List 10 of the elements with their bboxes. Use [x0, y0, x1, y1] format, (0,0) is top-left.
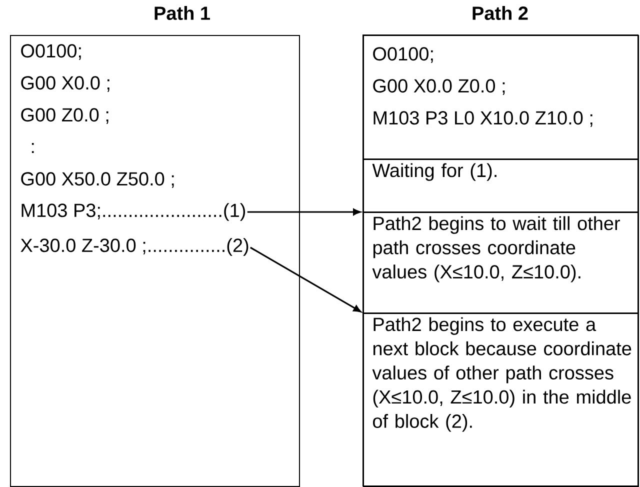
table-cell: O0100; G00 X0.0 Z0.0 ; M103 P3 L0 X10.0 Z10.0 ;: [362, 34, 639, 160]
code-line: M103 P3;.......................(1): [22, 203, 246, 221]
code-line: X-30.0 Z-30.0 ;...............(2): [20, 238, 248, 256]
table-cell: Path2 begins to execute a next block because coordinate values of other path crosses (X≤10.0, Z≤10.0) in the middle of block (2).: [362, 312, 639, 487]
arrow: [247, 208, 361, 216]
node-label: Path 1: [154, 6, 210, 20]
node-label: Path 2: [472, 6, 528, 20]
arrow: [250, 246, 362, 312]
table-cell: Path2 begins to wait till other path crosses coordinate values (X≤10.0, Z≤10.0).: [362, 212, 639, 314]
table-cell: Waiting for (1).: [362, 158, 639, 213]
